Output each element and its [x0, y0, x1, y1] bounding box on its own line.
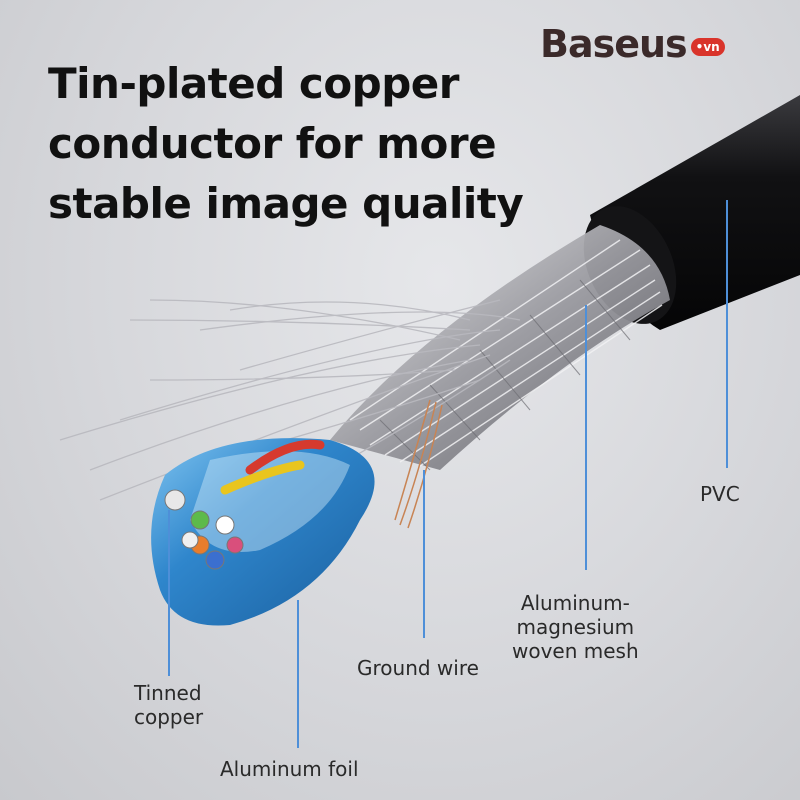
ground-wire: [394, 399, 443, 529]
ground-wire-label: Ground wire: [357, 656, 479, 680]
mesh-label-line-2: magnesium: [516, 615, 635, 639]
logo-badge: •vn: [690, 38, 725, 56]
ground-wire-leader-line: [423, 470, 425, 638]
inner-conductors: [164, 439, 325, 570]
tinned-copper-label-line-2: copper: [134, 705, 204, 729]
woven-mesh: [330, 225, 670, 471]
tinned-copper-label: Tinned copper: [134, 681, 203, 729]
headline-line-1: Tin-plated copper: [48, 59, 460, 108]
mesh-label-line-1: Aluminum-: [520, 591, 630, 615]
logo-wordmark: Baseus: [540, 22, 688, 66]
tinned-copper-label-line-1: Tinned: [134, 681, 202, 705]
mesh-label: Aluminum- magnesium woven mesh: [512, 591, 639, 663]
headline: Tin-plated copper conductor for more sta…: [48, 54, 524, 234]
pvc-leader-line: [726, 200, 728, 468]
headline-line-2: conductor for more: [48, 119, 497, 168]
aluminum-foil-label: Aluminum foil: [220, 757, 359, 781]
mesh-label-line-3: woven mesh: [512, 639, 639, 663]
mesh-leader-line: [585, 305, 587, 570]
brand-logo: Baseus •vn: [540, 22, 725, 66]
headline-line-3: stable image quality: [48, 179, 524, 228]
tinned-copper-leader-line: [168, 510, 170, 676]
loose-strands: [59, 299, 521, 501]
aluminum-foil-leader-line: [297, 600, 299, 748]
pvc-label: PVC: [700, 482, 740, 506]
